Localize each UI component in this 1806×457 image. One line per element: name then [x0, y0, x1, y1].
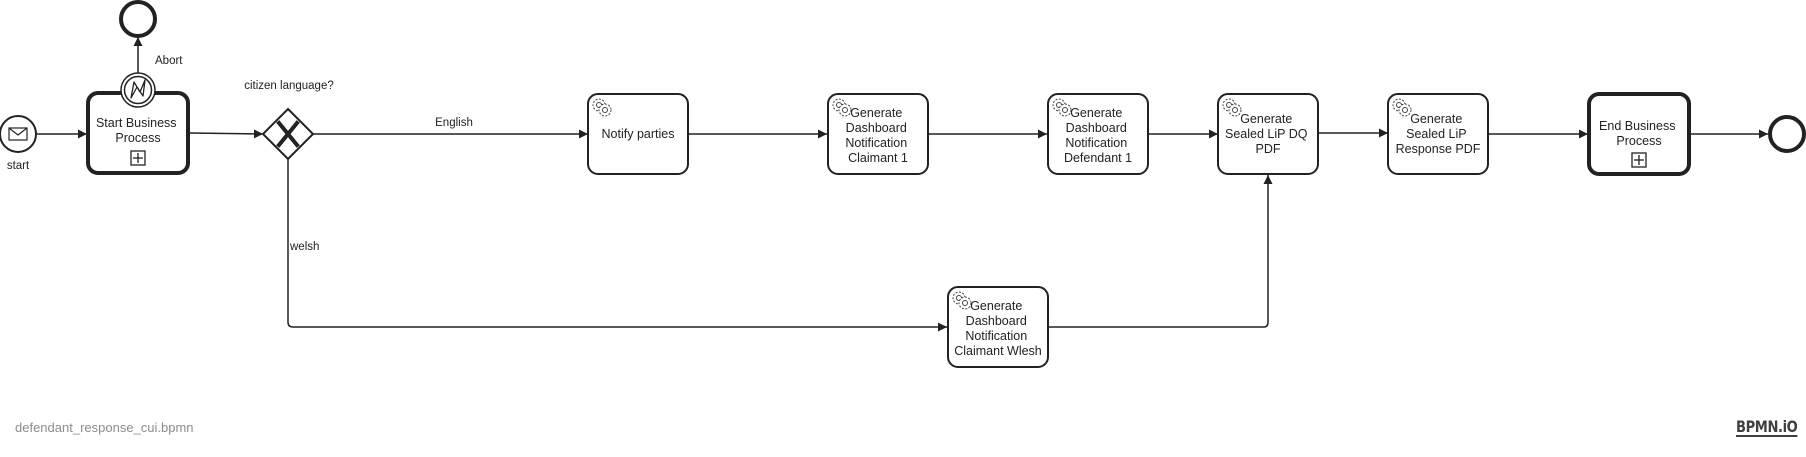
dashboard-notification-claimant-label: Generate Dashboard Notification Claimant…: [845, 106, 910, 165]
gateway-label: citizen language?: [244, 80, 334, 92]
service-task-gear-icon: [1052, 98, 1072, 117]
service-task-gear-icon: [1222, 98, 1242, 117]
service-task-gear-icon: [1392, 98, 1412, 117]
exclusive-x-icon: [276, 120, 300, 148]
flow-welsh-to-sealed-dq[interactable]: [1048, 175, 1273, 328]
end-business-process-task[interactable]: End Business Process: [1587, 92, 1691, 176]
flow-start-business-to-gateway[interactable]: [188, 129, 264, 139]
dashboard-notification-defendant-task[interactable]: Generate Dashboard Notification Defendan…: [1047, 93, 1149, 175]
error-icon: [130, 79, 146, 99]
flow-label-welsh: welsh: [289, 241, 319, 253]
dashboard-notification-welsh-label: Generate Dashboard Notification Claimant…: [954, 299, 1042, 358]
sealed-lip-response-pdf-task[interactable]: Generate Sealed LiP Response PDF: [1387, 93, 1489, 175]
sealed-lip-response-pdf-label: Generate Sealed LiP Response PDF: [1396, 112, 1481, 156]
sealed-lip-dq-pdf-task[interactable]: Generate Sealed LiP DQ PDF: [1217, 93, 1319, 175]
notify-parties-task[interactable]: Notify parties: [587, 93, 689, 175]
end-event[interactable]: [1768, 115, 1806, 153]
flow-label-english: English: [435, 117, 473, 129]
service-task-gear-icon: [832, 98, 852, 117]
dashboard-notification-claimant-task[interactable]: Generate Dashboard Notification Claimant…: [827, 93, 929, 175]
subprocess-expand-icon[interactable]: [130, 150, 146, 166]
end-business-process-label: End Business Process: [1599, 119, 1679, 148]
sealed-lip-dq-pdf-label: Generate Sealed LiP DQ PDF: [1225, 112, 1311, 156]
start-business-process-label: Start Business Process: [96, 116, 180, 145]
dashboard-notification-defendant-label: Generate Dashboard Notification Defendan…: [1064, 106, 1132, 165]
boundary-event-label: Abort: [155, 55, 183, 67]
service-task-gear-icon: [592, 98, 612, 117]
flow-gateway-welsh[interactable]: [287, 159, 947, 332]
start-message-event[interactable]: start: [0, 115, 37, 172]
notify-parties-label: Notify parties: [602, 127, 675, 141]
envelope-icon: [8, 127, 28, 141]
diagram-filename: defendant_response_cui.bpmn: [15, 420, 194, 435]
start-event-label: start: [7, 160, 30, 172]
abort-end-event[interactable]: [119, 0, 157, 38]
service-task-gear-icon: [952, 291, 972, 310]
dashboard-notification-welsh-task[interactable]: Generate Dashboard Notification Claimant…: [947, 286, 1049, 368]
citizen-language-gateway[interactable]: [261, 107, 315, 161]
abort-boundary-event[interactable]: [120, 72, 156, 108]
subprocess-expand-icon[interactable]: [1631, 152, 1647, 168]
sequence-flows: [37, 37, 1768, 332]
bpmn-io-logo[interactable]: BPMN.iO: [1736, 417, 1798, 436]
